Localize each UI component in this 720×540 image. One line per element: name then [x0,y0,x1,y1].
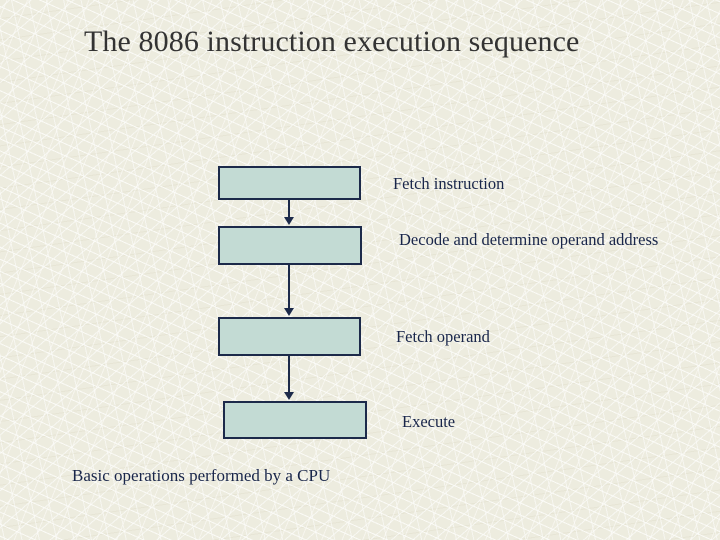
connector-arrowhead-1 [284,217,294,225]
flow-label-step-1: Fetch instruction [393,174,505,193]
flow-box-step-2 [218,226,362,265]
flow-box-step-4 [223,401,367,439]
connector-arrowhead-3 [284,392,294,400]
slide-title: The 8086 instruction execution sequence [84,25,580,58]
flow-box-step-3 [218,317,361,356]
connector-line-3 [288,356,290,393]
connector-line-1 [288,200,290,218]
flow-label-step-2: Decode and determine operand address [399,230,659,249]
flow-label-step-3: Fetch operand [396,327,490,346]
connector-line-2 [288,265,290,309]
flow-label-step-4: Execute [402,412,456,431]
connector-arrowhead-2 [284,308,294,316]
flow-box-step-1 [218,166,361,200]
slide-caption: Basic operations performed by a CPU [72,466,331,485]
